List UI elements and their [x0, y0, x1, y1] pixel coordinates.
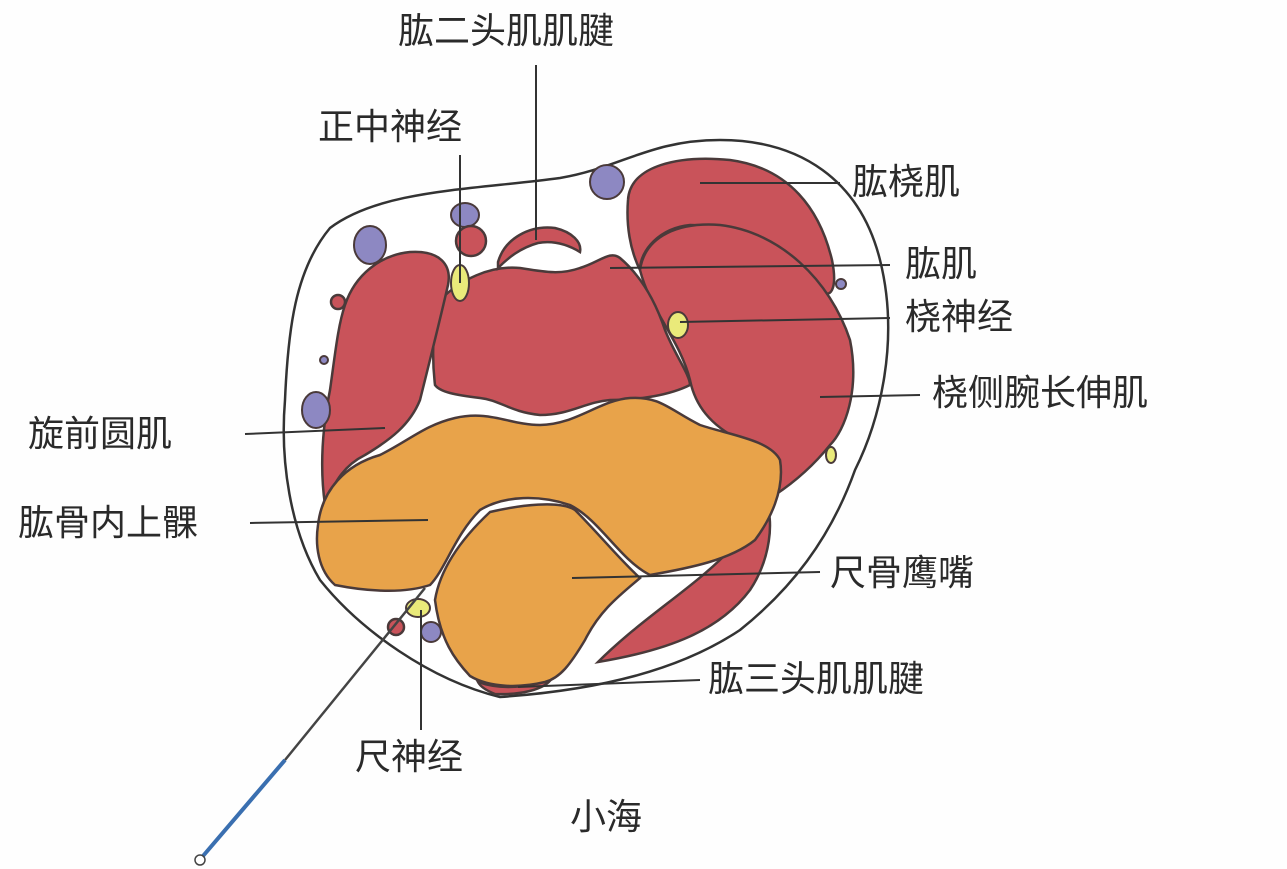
- diagram-caption: 小海: [570, 797, 643, 838]
- ulna-olecranon-bone: [433, 503, 642, 688]
- vein: [589, 164, 625, 200]
- label-pronator-teres: 旋前圆肌: [28, 414, 173, 455]
- leader-line: [819, 394, 921, 398]
- probe-needle: [284, 587, 426, 761]
- humerus-bone: [315, 396, 783, 593]
- probe-tip: [194, 854, 206, 866]
- vein: [319, 355, 329, 365]
- vein: [301, 391, 331, 429]
- probe-handle: [201, 758, 287, 858]
- vein: [835, 278, 847, 290]
- artery: [454, 224, 488, 258]
- label-olecranon: 尺骨鹰嘴: [830, 553, 975, 594]
- leader-line: [517, 679, 701, 688]
- vein: [353, 225, 387, 265]
- label-triceps-tendon: 肱三头肌肌腱: [708, 659, 925, 700]
- label-brachioradialis: 肱桡肌: [852, 162, 961, 203]
- vein: [450, 202, 480, 228]
- artery: [386, 617, 406, 637]
- label-radial-nerve: 桡神经: [905, 297, 1014, 338]
- label-medial-epicondyle: 肱骨内上髁: [18, 503, 199, 544]
- label-median-nerve: 正中神经: [318, 107, 463, 148]
- leader-line: [244, 427, 386, 435]
- vein: [420, 621, 442, 643]
- leader-line: [609, 264, 891, 269]
- leader-line: [571, 571, 821, 579]
- nerve-branch: [825, 446, 837, 464]
- leader-line: [249, 519, 429, 524]
- label-brachialis: 肱肌: [905, 244, 978, 285]
- label-ulnar-nerve: 尺神经: [355, 737, 464, 778]
- radial-nerve-shape: [667, 311, 689, 339]
- brachialis-muscle: [431, 254, 692, 417]
- biceps-tendon: [496, 226, 582, 272]
- label-ecrl: 桡侧腕长伸肌: [932, 373, 1149, 414]
- label-biceps-tendon: 肱二头肌肌腱: [398, 11, 615, 52]
- artery: [329, 293, 347, 311]
- leader-line: [679, 317, 891, 323]
